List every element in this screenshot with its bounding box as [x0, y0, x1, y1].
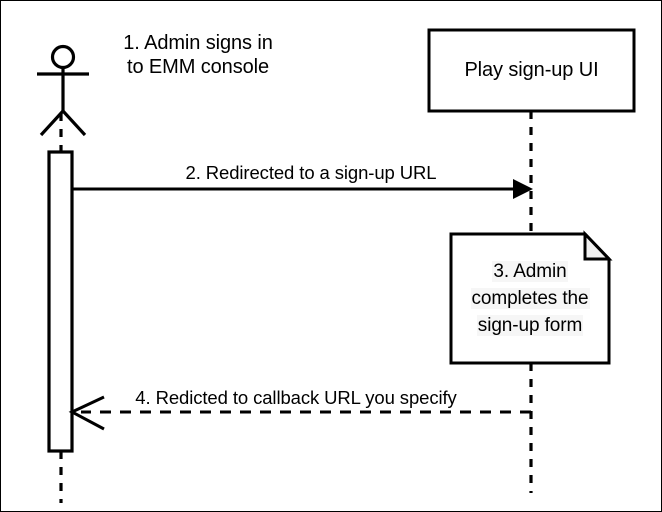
note-label-line-1: 3. Admin — [492, 261, 568, 282]
actor-head-icon — [50, 44, 76, 70]
actor-left-leg-line — [39, 109, 65, 137]
stick-figure-actor-icon — [37, 44, 89, 137]
message-4-arrowhead-icon — [68, 395, 105, 431]
note-label: 3. Admin completes the sign-up form — [453, 259, 607, 340]
participant-label: Play sign-up UI — [464, 59, 599, 81]
note-label-line-3: sign-up form — [476, 314, 584, 336]
actor-activation-bar — [47, 150, 74, 453]
message-2-arrowhead-icon — [513, 179, 533, 199]
message-2-label: 2. Redirected to a sign-up URL — [185, 162, 437, 183]
actor-right-leg-line — [61, 109, 87, 137]
message-4-label: 4. Redicted to callback URL you specify — [135, 387, 457, 408]
note-folded-corner-icon — [583, 230, 613, 261]
note-label-line-2: completes the — [470, 287, 590, 309]
actor-label: 1. Admin signs in to EMM console — [123, 32, 273, 79]
